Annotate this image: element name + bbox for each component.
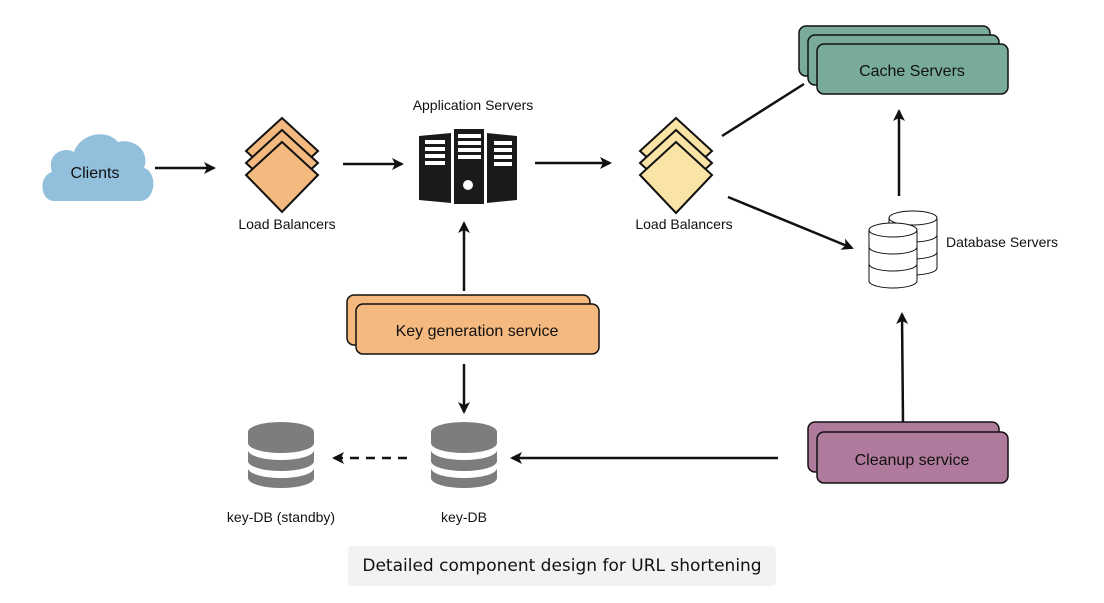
cleanup-service-node: Cleanup service (807, 421, 1009, 484)
key-db-standby-label: key-DB (standby) (227, 509, 335, 525)
clients-label: Clients (71, 165, 120, 182)
edge-lb2-to-db-servers (727, 195, 854, 250)
database-icon (868, 210, 938, 289)
edge-lb2-to-cache (721, 82, 805, 138)
database-icon (248, 422, 314, 488)
clients-node: Clients (42, 134, 154, 201)
cache-servers-label: Cache Servers (859, 63, 965, 80)
load-balancer-icon (638, 116, 714, 215)
load-balancer-2: Load Balancers (635, 116, 733, 232)
key-db-standby-node: key-DB (standby) (227, 422, 335, 525)
key-db-label: key-DB (441, 509, 487, 525)
caption-text: Detailed component design for URL shorte… (362, 556, 762, 576)
load-balancer-1: Load Balancers (238, 116, 336, 232)
load-balancer-icon (244, 116, 320, 214)
key-generation-service-node: Key generation service (346, 294, 600, 355)
edge-cleanup-to-db-servers (896, 312, 909, 423)
app-servers-label: Application Servers (413, 97, 534, 113)
cleanup-service-label: Cleanup service (855, 452, 970, 469)
database-icon (431, 422, 497, 488)
lb2-label: Load Balancers (635, 216, 732, 232)
database-servers-node: Database Servers (868, 210, 1058, 289)
key-db-node: key-DB (431, 422, 497, 525)
diagram-caption: Detailed component design for URL shorte… (348, 546, 776, 586)
server-rack-icon (419, 129, 517, 204)
application-servers-node: Application Servers (413, 97, 534, 204)
db-servers-label: Database Servers (946, 234, 1058, 250)
cloud-icon (42, 134, 154, 201)
edges (155, 82, 909, 464)
cache-servers-node: Cache Servers (798, 25, 1009, 95)
lb1-label: Load Balancers (238, 216, 335, 232)
key-service-label: Key generation service (396, 323, 559, 340)
